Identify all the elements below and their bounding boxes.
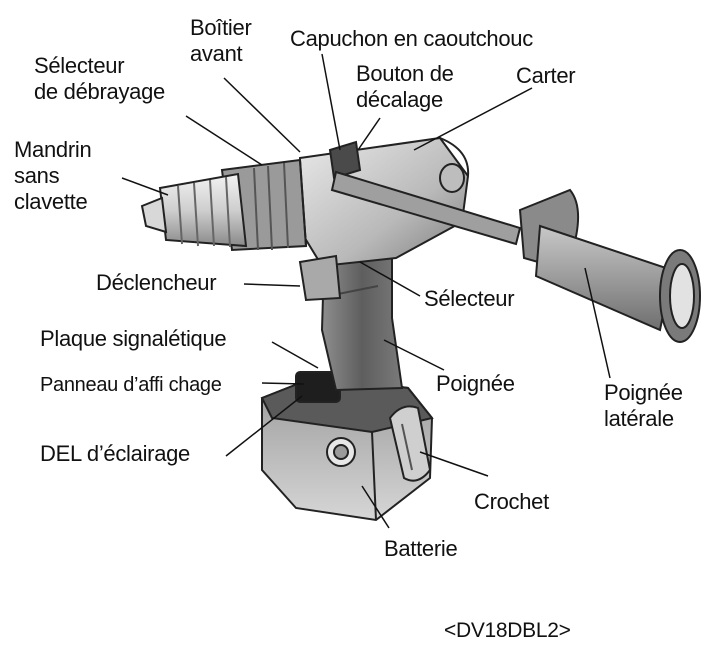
leader-lines [121, 53, 611, 529]
label-crochet: Crochet [474, 489, 549, 514]
trigger-shape [298, 254, 342, 302]
label-boitier-avant-line2: avant [190, 41, 243, 66]
label-mandrin-line1: Mandrin [14, 137, 92, 162]
label-plaque: Plaque signalétique [40, 326, 227, 351]
label-poignee: Poignée [436, 371, 515, 396]
label-mandrin-line3: clavette [14, 189, 88, 214]
label-del: DEL d’éclairage [40, 441, 190, 466]
label-boitier-avant: Boîtier avant [190, 15, 252, 67]
label-boitier-avant-line1: Boîtier [190, 15, 252, 40]
label-batterie: Batterie [384, 536, 458, 561]
label-selecteur-debrayage: Sélecteur de débrayage [34, 53, 165, 105]
label-poignee-laterale: Poignée latérale [604, 380, 683, 432]
chuck-shape [140, 158, 308, 252]
label-declencheur: Déclencheur [96, 270, 217, 295]
label-carter: Carter [516, 63, 576, 88]
side-handle-shape [330, 170, 701, 343]
label-panneau: Panneau d’affi chage [40, 374, 222, 396]
label-selecteur-debrayage-line1: Sélecteur [34, 53, 125, 78]
label-poignee-laterale-line2: latérale [604, 406, 674, 431]
label-bouton-decalage-line1: Bouton de [356, 61, 454, 86]
label-capuchon: Capuchon en caoutchouc [290, 26, 533, 51]
model-label: <DV18DBL2> [444, 619, 571, 642]
label-selecteur-debrayage-line2: de débrayage [34, 79, 165, 104]
label-mandrin: Mandrin sans clavette [14, 137, 92, 215]
label-bouton-decalage: Bouton de décalage [356, 61, 454, 113]
hook-shape [388, 405, 432, 482]
label-mandrin-line2: sans [14, 163, 60, 188]
label-selecteur: Sélecteur [424, 286, 515, 311]
label-bouton-decalage-line2: décalage [356, 87, 443, 112]
label-poignee-laterale-line1: Poignée [604, 380, 683, 405]
